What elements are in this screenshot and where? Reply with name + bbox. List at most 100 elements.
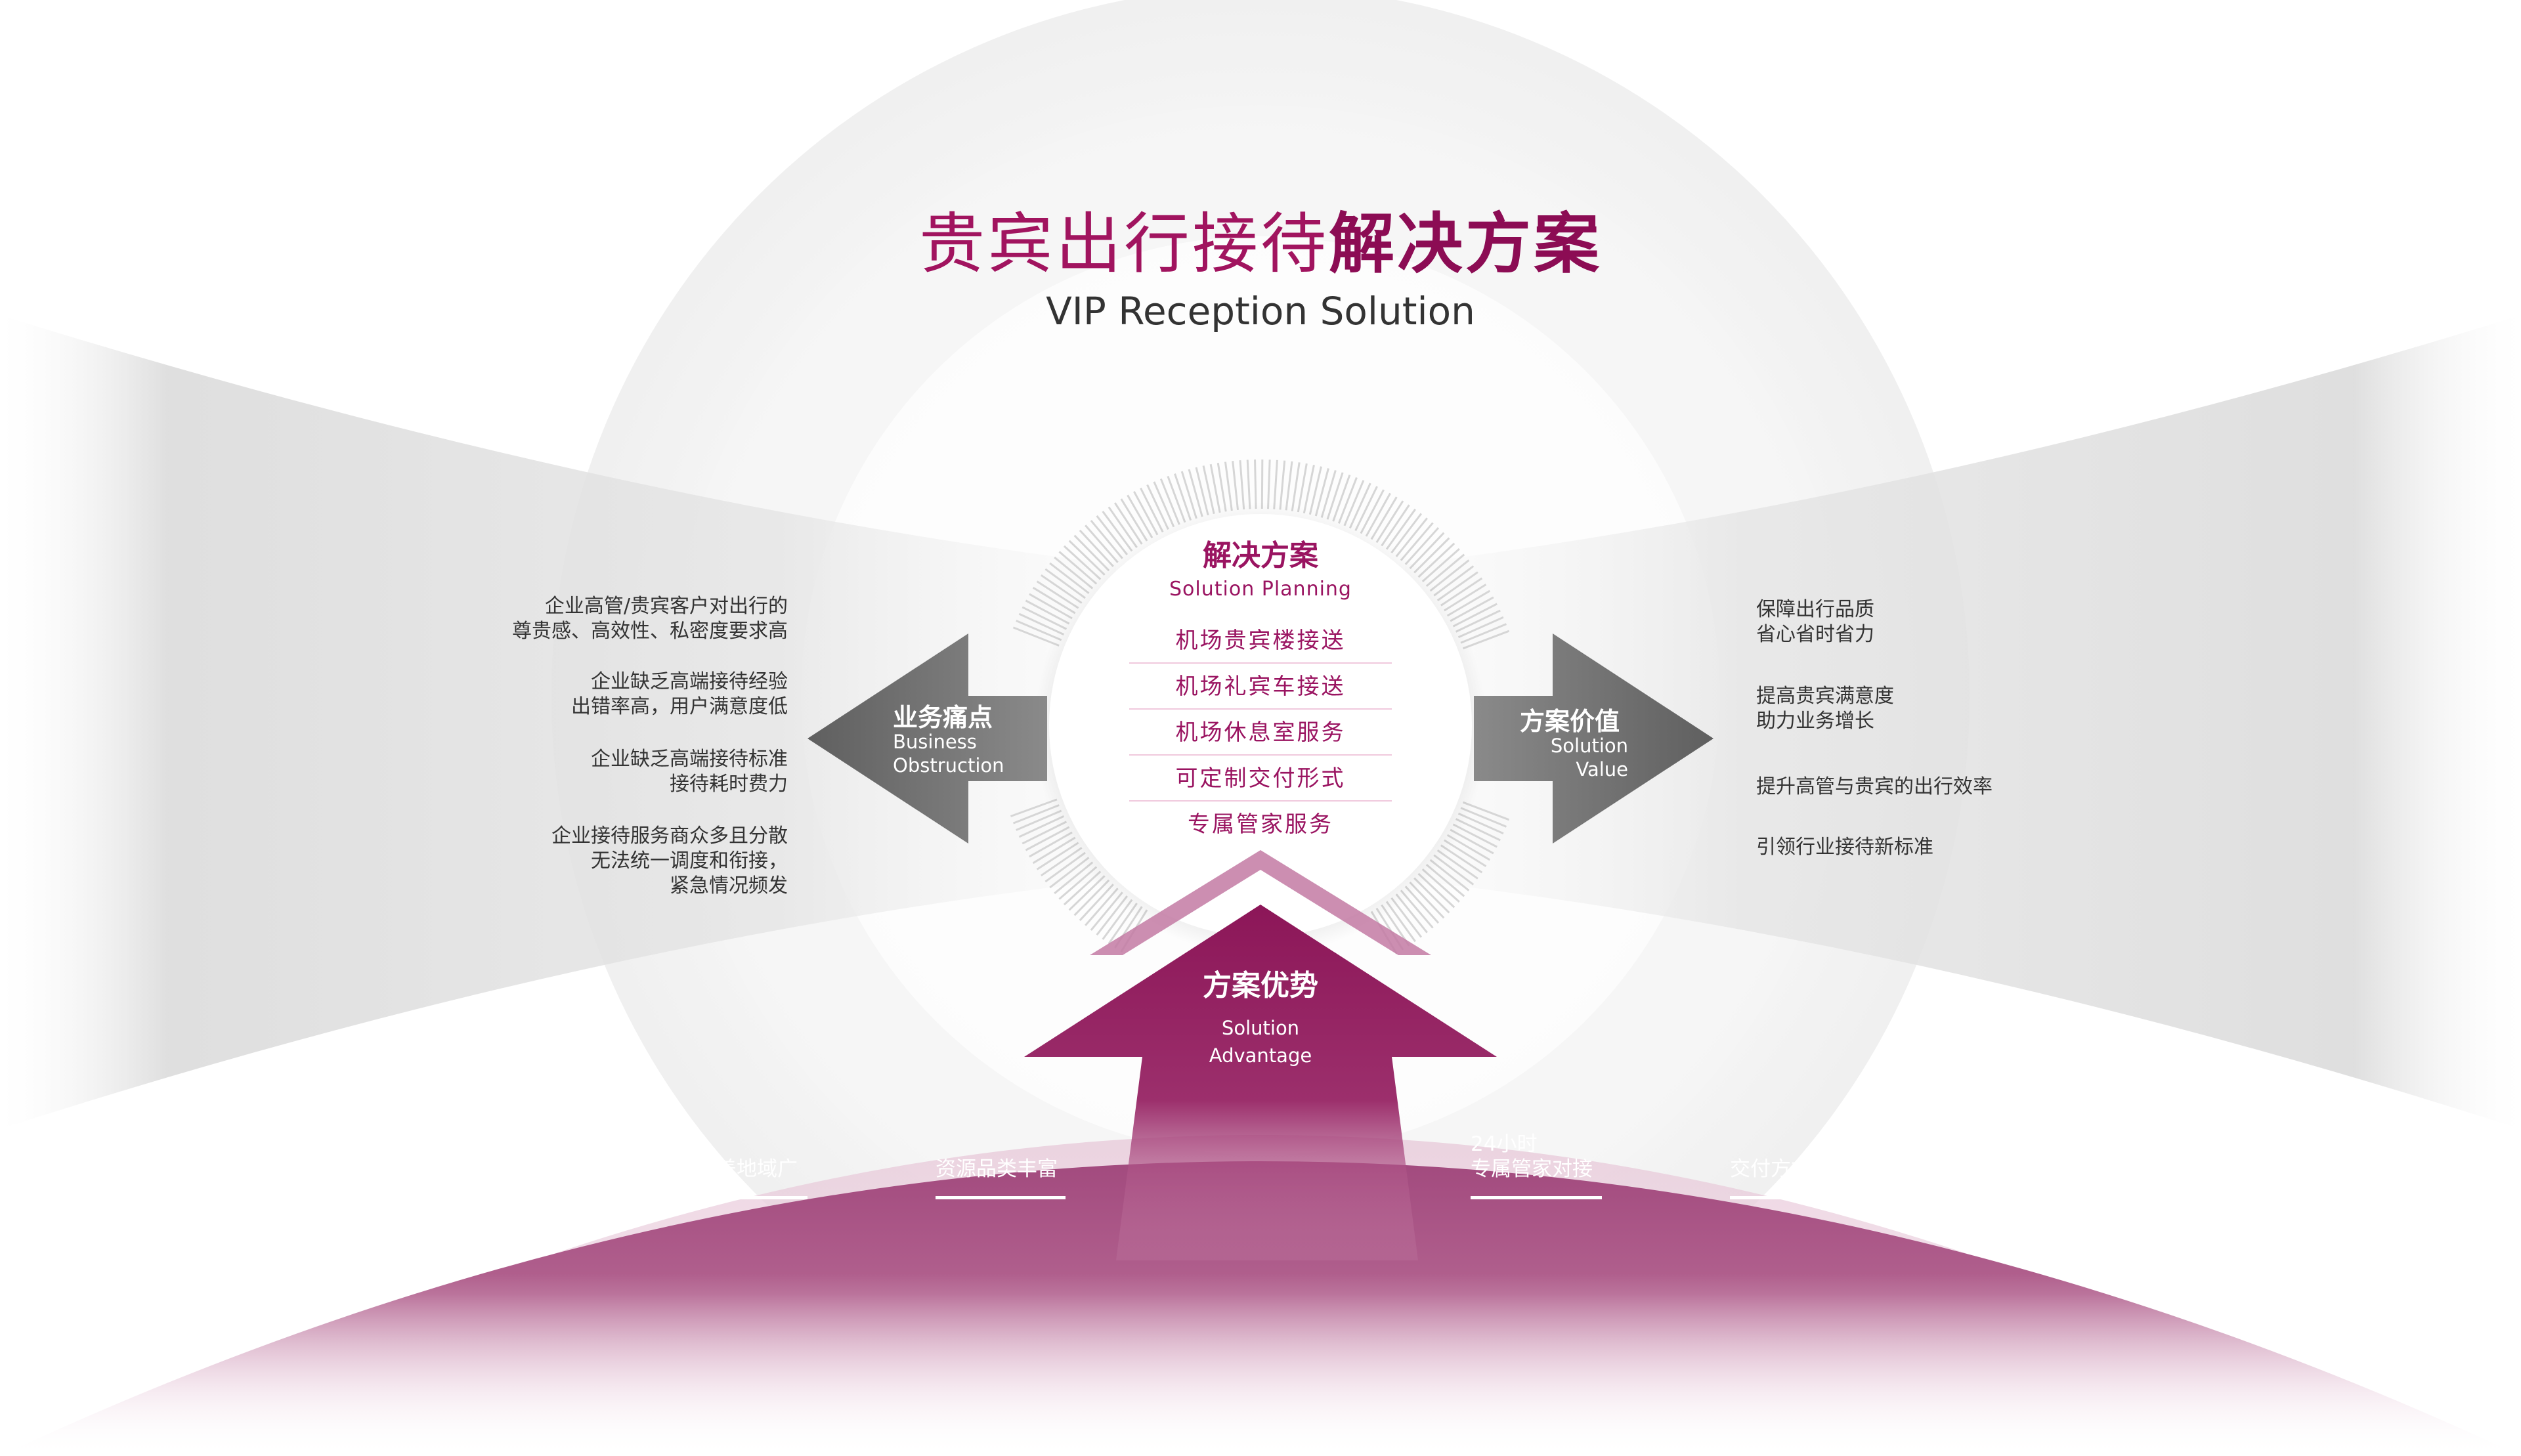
ring-stripe [1049,562,1090,594]
ring-stripe [1348,482,1371,529]
value-point-line: 保障出行品质 [1756,598,1874,621]
ring-stripe [1073,534,1110,572]
business-obstruction-en-line2: Obstruction [893,754,1004,777]
pain-point-line: 出错率高，用户满意度低 [571,695,788,718]
ring-stripe [1063,545,1102,580]
ring-stripe [1096,515,1129,555]
ring-stripe [1102,511,1133,552]
solution-value-en-line2: Value [1576,758,1628,781]
ring-stripe [1085,525,1119,563]
ring-stripe [1195,467,1209,516]
ring-stripe [1343,480,1365,526]
ring-stripe [1267,460,1271,509]
business-obstruction-en-line1: Business [893,731,977,753]
left-arrow-shape [808,633,1047,844]
ring-stripe [1036,580,1079,609]
value-point-line: 提升高管与贵宾的出行效率 [1756,775,1993,798]
ring-stripe [1417,542,1455,578]
ring-stripe [1153,481,1175,528]
ring-stripe [1140,487,1164,533]
ring-stripe [1404,527,1440,565]
pain-point: 企业缺乏高端接待标准 接待耗时费力 [420,747,788,797]
ring-stripe [1239,460,1245,510]
solution-advantage-en-line2: Advantage [1209,1044,1312,1067]
page-subtitle: VIP Reception Solution [1046,289,1475,333]
value-point: 提高贵宾满意度 助力业务增长 [1756,684,2150,734]
ring-stripe [1167,475,1186,523]
ring-stripe [1273,460,1278,509]
advantage-item: 交付方式多样 [1730,1157,1861,1199]
ring-stripe [1413,537,1450,574]
advantage-item: 资源覆盖地域广 [655,1157,808,1199]
advantage-item-line: 专属管家对接 [1471,1157,1593,1181]
value-point-line: 引领行业接待新标准 [1756,836,1933,859]
ring-stripe [1120,498,1148,542]
plan-item: 机场礼宾车接送 [1129,668,1392,710]
solution-value-en-line1: Solution [1550,735,1628,757]
ring-stripe [1381,504,1410,547]
pain-point-line: 接待耗时费力 [670,773,788,796]
pain-point: 企业高管/贵宾客户对出行的 尊贵感、高效性、私密度要求高 [420,594,788,644]
ring-stripe [1146,484,1169,530]
plan-item: 专属管家服务 [1188,811,1333,838]
advantage-item-line: 资源覆盖地域广 [655,1157,798,1181]
ring-stripe [1058,551,1098,585]
value-point: 保障出行品质 省心省时省力 [1756,597,2150,647]
pain-point-line: 无法统一调度和衔接， [591,849,788,872]
ring-stripe [1054,556,1094,589]
ring-stripe [1079,529,1114,567]
ring-stripe [1354,486,1378,532]
ring-stripe [1440,577,1483,607]
value-point-line: 提高贵宾满意度 [1756,685,1894,708]
ring-stripe [1068,540,1106,576]
ring-stripe [1421,547,1460,583]
plan-item: 机场贵宾楼接送 [1129,622,1392,664]
advantage-item-line: 交付方式多样 [1730,1157,1852,1181]
ring-stripe [1337,477,1358,524]
pain-point-line: 企业接待服务商众多且分散 [551,824,788,847]
solution-advantage-en-line1: Solution [1221,1017,1300,1039]
pain-point: 企业缺乏高端接待经验 出错率高，用户满意度低 [420,670,788,719]
ring-stripe [1360,489,1385,534]
ring-stripe [1390,513,1423,554]
ring-stripe [1159,478,1180,525]
ring-stripe [1127,494,1153,538]
ring-stripe [1375,500,1404,544]
advantage-item-line: 资源品类丰富 [936,1157,1058,1181]
ring-stripe [1133,491,1159,536]
solution-advantage-title: 方案优势 [1203,969,1318,1002]
solution-planning-subheading: Solution Planning [1169,578,1352,601]
ring-stripe [1385,508,1416,550]
ring-stripe [1308,466,1322,515]
ring-stripe [1400,522,1434,561]
ring-stripe [1326,472,1344,520]
advantage-item-line: 24小时 [1471,1132,1538,1156]
value-point-line: 助力业务增长 [1756,710,1874,733]
ring-stripe [1246,460,1251,509]
ring-stripe [1040,574,1083,604]
ring-stripe [1113,502,1143,545]
ring-stripe [1188,469,1203,517]
ring-stripe [1217,462,1227,512]
plan-item: 可定制交付形式 [1129,760,1392,802]
ring-stripe [1314,468,1329,517]
ring-stripe [1285,461,1293,511]
ring-stripe [1209,463,1221,513]
value-point: 提升高管与贵宾的出行效率 [1756,775,2150,800]
pain-point-line: 企业缺乏高端接待经验 [591,670,788,693]
ring-stripe [1429,559,1470,592]
solution-value-title: 方案价值 [1520,707,1620,736]
ring-stripe [1332,474,1351,522]
value-point-line: 省心省时省力 [1756,623,1874,646]
ring-stripe [1370,496,1398,540]
pain-point-line: 紧急情况频发 [670,874,788,897]
ring-stripe [1409,532,1445,570]
ring-stripe [1045,568,1086,599]
ring-stripe [1297,463,1308,513]
solution-advantage-en: Solution Advantage [1116,1014,1405,1069]
ring-stripe [1365,492,1391,537]
ring-stripe [1303,464,1315,514]
pain-point-line: 企业高管/贵宾客户对出行的 [544,595,788,618]
ring-stripe [1174,473,1192,521]
